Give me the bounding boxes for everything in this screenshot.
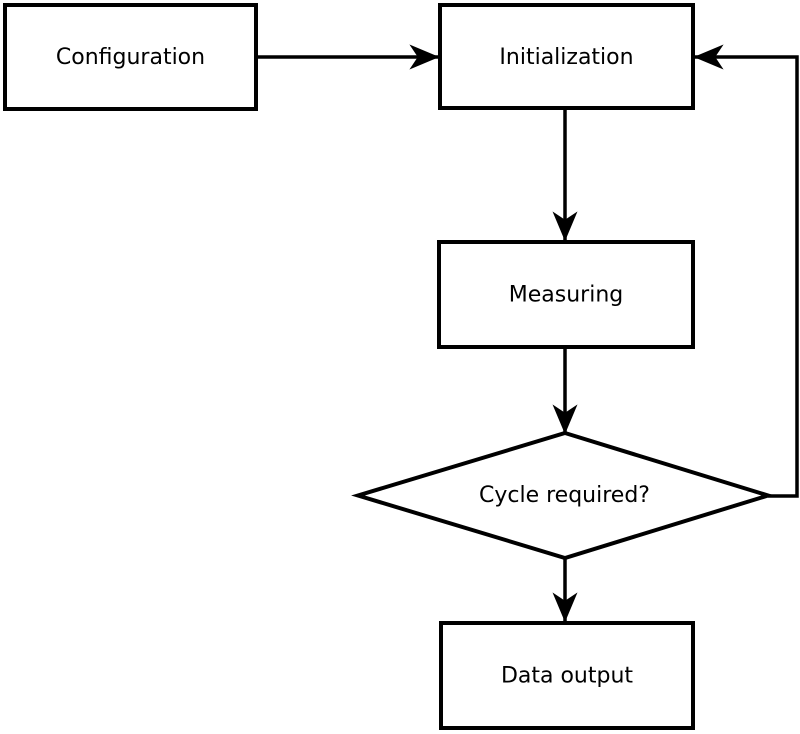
cycle-decision-label: Cycle required? <box>479 483 650 508</box>
node-measuring: Measuring <box>437 240 695 349</box>
data-output-box <box>439 621 695 730</box>
configuration-box <box>3 3 258 111</box>
initialization-label: Initialization <box>499 45 633 70</box>
node-data-output: Data output <box>439 621 695 730</box>
initialization-box <box>438 3 695 110</box>
edge-cycle-decision-to-initialization-feedback <box>693 44 799 498</box>
cycle-decision-diamond <box>351 430 775 561</box>
measuring-label: Measuring <box>509 283 623 308</box>
node-configuration: Configuration <box>3 3 258 111</box>
data-output-label: Data output <box>501 664 633 689</box>
configuration-label: Configuration <box>56 45 205 70</box>
measuring-box <box>437 240 695 349</box>
node-cycle-decision: Cycle required? <box>351 430 775 561</box>
node-initialization: Initialization <box>438 3 695 110</box>
